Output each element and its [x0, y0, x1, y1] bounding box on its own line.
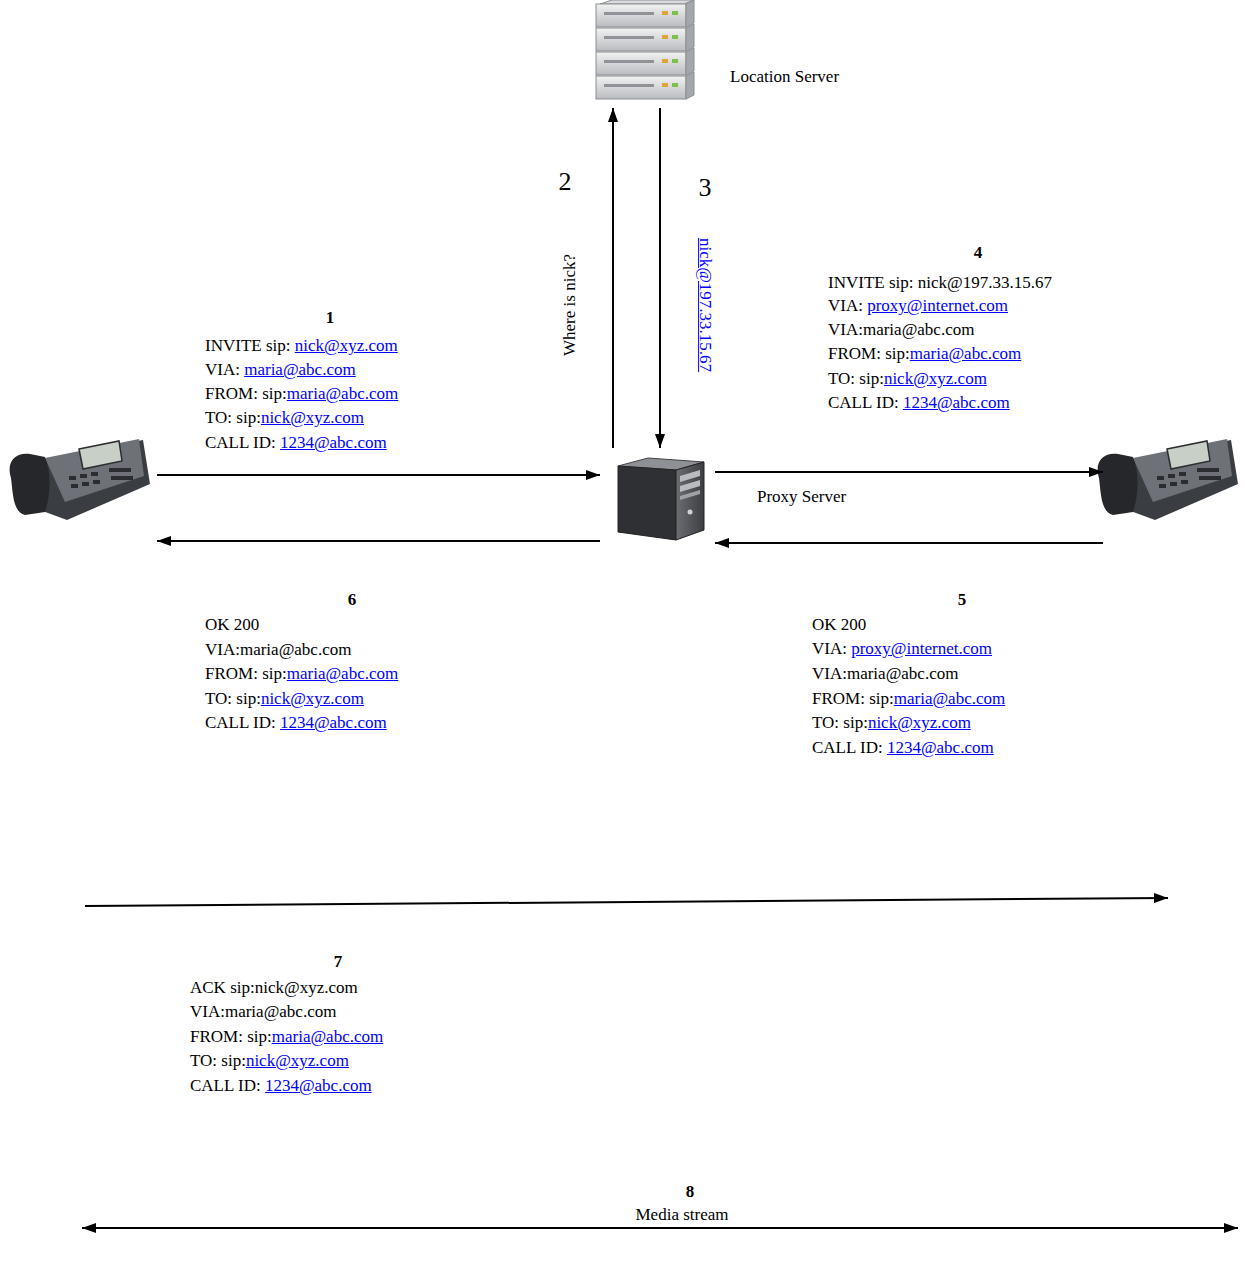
sip-header-text: VIA:maria@abc.com [205, 640, 351, 660]
edge-label: nick@197.33.15.67 [695, 238, 715, 372]
sip-address-link: 1234@abc.com [265, 1076, 372, 1096]
sip-header-text: VIA:maria@abc.com [812, 664, 958, 684]
sip-header-text: Media stream [636, 1205, 729, 1225]
callee-phone-icon [1098, 439, 1238, 520]
sip-address-link: 1234@abc.com [903, 393, 1010, 413]
step-number: 1 [326, 308, 335, 328]
sip-header-text: FROM: sip: [205, 664, 287, 684]
sip-header-text: TO: sip: [812, 713, 868, 733]
proxy-tower-icon [618, 458, 704, 540]
edge-label: Where is nick? [560, 254, 580, 356]
sip-address-link: nick@xyz.com [295, 336, 398, 356]
callee-phone [1103, 425, 1243, 550]
sip-address-link: nick@xyz.com [261, 408, 364, 428]
media-stream-arrow [82, 1227, 1238, 1229]
sip-header-text: FROM: sip: [812, 689, 894, 709]
sip-header-text: VIA: [812, 639, 851, 659]
sip-header-text: OK 200 [812, 615, 866, 635]
sip-header-text: CALL ID: [828, 393, 903, 413]
sip-header-text: VIA: [205, 360, 244, 380]
sip-header-text: VIA:maria@abc.com [828, 320, 974, 340]
sip-address-link: maria@abc.com [287, 664, 398, 684]
sip-header-text: TO: sip: [828, 369, 884, 389]
location-server: Location Server [585, 0, 700, 108]
sip-header-text: FROM: sip: [828, 344, 910, 364]
sip-address-link: 1234@abc.com [280, 433, 387, 453]
sip-address-link: maria@abc.com [894, 689, 1005, 709]
sip-address-link: proxy@internet.com [867, 296, 1008, 316]
sip-address-link: 1234@abc.com [887, 738, 994, 758]
sip-header-text: CALL ID: [205, 713, 280, 733]
step-number: 2 [559, 167, 572, 197]
sip-address-link: nick@xyz.com [261, 689, 364, 709]
step-number: 5 [958, 590, 967, 610]
sip-header-text: TO: sip: [190, 1051, 246, 1071]
step-number: 4 [974, 243, 983, 263]
message-arrow [157, 540, 600, 542]
message-arrow [715, 542, 1103, 544]
sip-address-link: maria@abc.com [910, 344, 1021, 364]
sip-header-text: OK 200 [205, 615, 259, 635]
sip-header-text: FROM: sip: [205, 384, 287, 404]
node-label: Proxy Server [757, 487, 846, 507]
ack-arrow [85, 898, 1168, 906]
sip-header-text: CALL ID: [812, 738, 887, 758]
message-arrow [715, 471, 1103, 473]
sip-header-text: VIA: [828, 296, 867, 316]
sip-address-link: nick@xyz.com [884, 369, 987, 389]
step-number: 8 [686, 1182, 695, 1202]
step-number: 6 [348, 590, 357, 610]
sip-header-text: CALL ID: [205, 433, 280, 453]
message-arrow [157, 474, 600, 476]
sip-header-text: VIA:maria@abc.com [190, 1002, 336, 1022]
caller-phone [0, 425, 157, 550]
sip-header-text: INVITE sip: nick@197.33.15.67 [828, 273, 1052, 293]
sip-address-link: maria@abc.com [244, 360, 355, 380]
message-arrow [659, 108, 661, 448]
sip-address-link: maria@abc.com [272, 1027, 383, 1047]
server-rack-icon [596, 0, 694, 99]
sip-header-text: TO: sip: [205, 689, 261, 709]
message-arrow [612, 108, 614, 448]
caller-phone-icon [10, 439, 150, 520]
sip-header-text: CALL ID: [190, 1076, 265, 1096]
sip-header-text: FROM: sip: [190, 1027, 272, 1047]
sip-address-link: maria@abc.com [287, 384, 398, 404]
sip-header-text: ACK sip:nick@xyz.com [190, 978, 358, 998]
step-number: 3 [699, 173, 712, 203]
sip-address-link: 1234@abc.com [280, 713, 387, 733]
sip-address-link: proxy@internet.com [851, 639, 992, 659]
sip-header-text: INVITE sip: [205, 336, 295, 356]
step-number: 7 [334, 952, 343, 972]
proxy-server: Proxy Server [600, 448, 715, 550]
sip-address-link: nick@xyz.com [868, 713, 971, 733]
node-label: Location Server [730, 67, 839, 87]
sip-header-text: TO: sip: [205, 408, 261, 428]
sip-address-link: nick@xyz.com [246, 1051, 349, 1071]
